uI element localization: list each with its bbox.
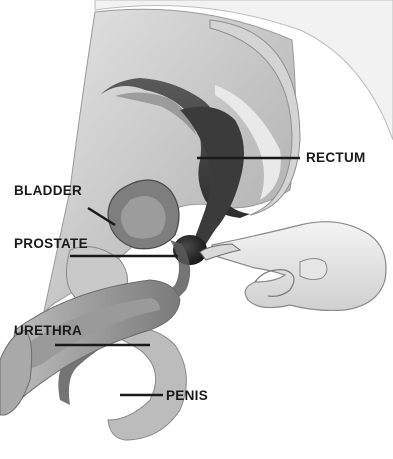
bladder-label: BLADDER: [14, 183, 82, 198]
hand: [212, 222, 386, 311]
rectum-label: RECTUM: [306, 150, 366, 165]
glans: [0, 330, 32, 415]
urethra-label: URETHRA: [14, 323, 82, 338]
thumb: [300, 259, 327, 280]
prostate-label: PROSTATE: [14, 236, 88, 251]
penis-label: PENIS: [166, 388, 208, 403]
